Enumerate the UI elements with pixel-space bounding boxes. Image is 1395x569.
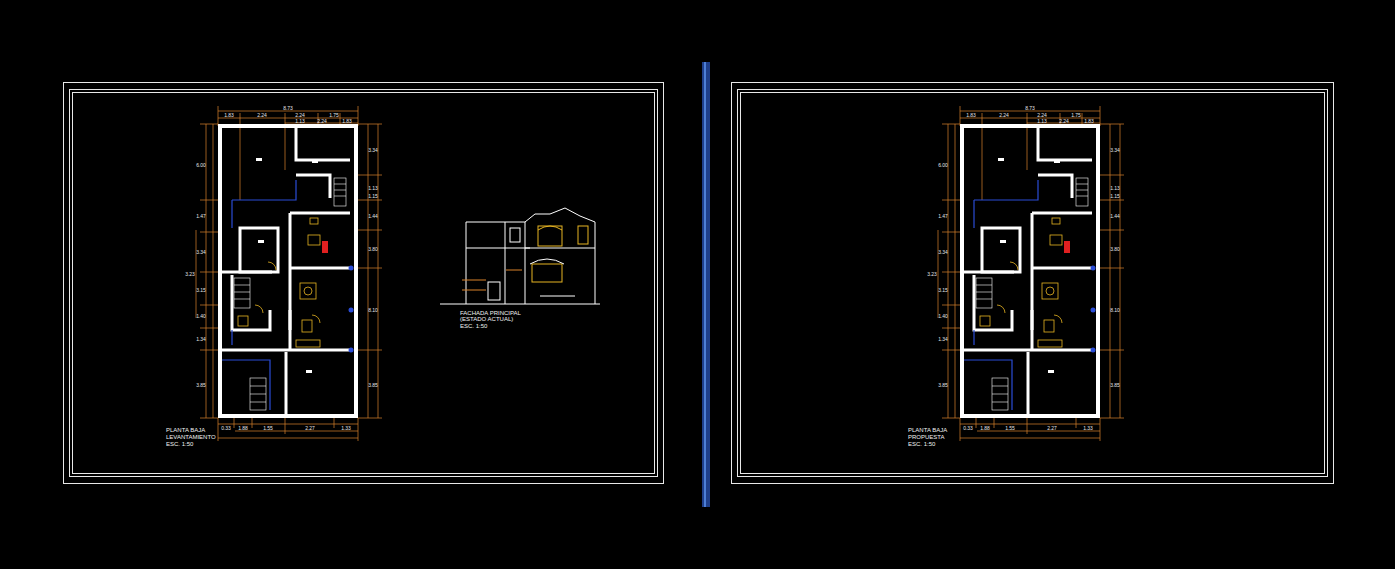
dimension-text: 1.44 bbox=[368, 214, 378, 219]
dimension-text: 1.15 bbox=[1110, 194, 1120, 199]
dimension-text: 8.10 bbox=[1110, 308, 1120, 313]
title-text: ESC. 1:50 bbox=[166, 441, 193, 447]
floor-plan bbox=[196, 106, 382, 441]
dimension-text: 1.13 bbox=[295, 119, 305, 124]
dimension-text: 1.15 bbox=[368, 194, 378, 199]
dimension-text: 2.27 bbox=[305, 426, 315, 431]
dimension-text: 1.55 bbox=[263, 426, 273, 431]
dimension-text: 6.00 bbox=[938, 163, 948, 168]
dimension-text: 2.24 bbox=[317, 119, 327, 124]
dimension-text: 1.13 bbox=[1037, 119, 1047, 124]
dimension-text: 1.34 bbox=[196, 337, 206, 342]
dimension-text: 1.40 bbox=[938, 314, 948, 319]
dimension-text: 1.83 bbox=[966, 113, 976, 118]
dimension-text: 3.85 bbox=[1110, 383, 1120, 388]
divider-bar bbox=[702, 62, 710, 507]
dimension-text: 2.24 bbox=[257, 113, 267, 118]
dimension-text: 8.73 bbox=[283, 106, 293, 111]
dimension-text: 1.40 bbox=[196, 314, 206, 319]
dimension-text: 3.23 bbox=[927, 272, 937, 277]
dimension-text: 1.75 bbox=[329, 113, 339, 118]
dimension-text: 3.80 bbox=[1110, 247, 1120, 252]
dimension-text: 6.00 bbox=[196, 163, 206, 168]
dimension-text: 2.24 bbox=[999, 113, 1009, 118]
dimension-text: 1.13 bbox=[368, 186, 378, 191]
dimension-text: 3.34 bbox=[196, 250, 206, 255]
dimension-text: 3.85 bbox=[196, 383, 206, 388]
title-text: LEVANTAMIENTO bbox=[166, 434, 216, 440]
dimension-text: 2.24 bbox=[1037, 113, 1047, 118]
dimension-text: 8.10 bbox=[368, 308, 378, 313]
dimension-text: 3.85 bbox=[938, 383, 948, 388]
dimension-text: 1.55 bbox=[1005, 426, 1015, 431]
title-text: (ESTADO ACTUAL) bbox=[460, 316, 513, 322]
sheet-frame bbox=[64, 83, 1334, 484]
dimension-text: 1.13 bbox=[1110, 186, 1120, 191]
dimension-text: 3.15 bbox=[196, 288, 206, 293]
dimension-text: 1.75 bbox=[1071, 113, 1081, 118]
dimension-text: 3.34 bbox=[1110, 148, 1120, 153]
dimension-text: 0.33 bbox=[221, 426, 231, 431]
dimension-text: 1.83 bbox=[224, 113, 234, 118]
dimension-text: 2.24 bbox=[295, 113, 305, 118]
dimension-text: 3.34 bbox=[938, 250, 948, 255]
dimension-text: 3.15 bbox=[938, 288, 948, 293]
dimension-text: 1.47 bbox=[196, 214, 206, 219]
dimension-text: 1.47 bbox=[938, 214, 948, 219]
dimension-text: 1.88 bbox=[238, 426, 248, 431]
title-text: FACHADA PRINCIPAL bbox=[460, 310, 521, 316]
dimension-text: 8.73 bbox=[1025, 106, 1035, 111]
dimension-text: 1.44 bbox=[1110, 214, 1120, 219]
divider-bar bbox=[704, 62, 706, 507]
floor-plan bbox=[938, 106, 1124, 441]
dimension-text: 1.33 bbox=[341, 426, 351, 431]
title-text: ESC. 1:50 bbox=[908, 441, 935, 447]
dimension-text: 1.88 bbox=[980, 426, 990, 431]
dimension-text: 3.85 bbox=[368, 383, 378, 388]
dimension-text: 0.33 bbox=[963, 426, 973, 431]
dimension-text: 1.83 bbox=[1084, 119, 1094, 124]
dimension-text: 2.27 bbox=[1047, 426, 1057, 431]
title-text: ESC. 1:50 bbox=[460, 323, 487, 329]
dimension-text: 1.83 bbox=[342, 119, 352, 124]
dimension-text: 2.24 bbox=[1059, 119, 1069, 124]
dimension-text: 1.34 bbox=[938, 337, 948, 342]
dimension-text: 3.23 bbox=[185, 272, 195, 277]
title-text: PROPUESTA bbox=[908, 434, 945, 440]
facade-elevation bbox=[440, 208, 600, 304]
dimension-text: 3.80 bbox=[368, 247, 378, 252]
title-text: PLANTA BAJA bbox=[166, 427, 205, 433]
dimension-text: 1.33 bbox=[1083, 426, 1093, 431]
dimension-text: 3.34 bbox=[368, 148, 378, 153]
title-text: PLANTA BAJA bbox=[908, 427, 947, 433]
